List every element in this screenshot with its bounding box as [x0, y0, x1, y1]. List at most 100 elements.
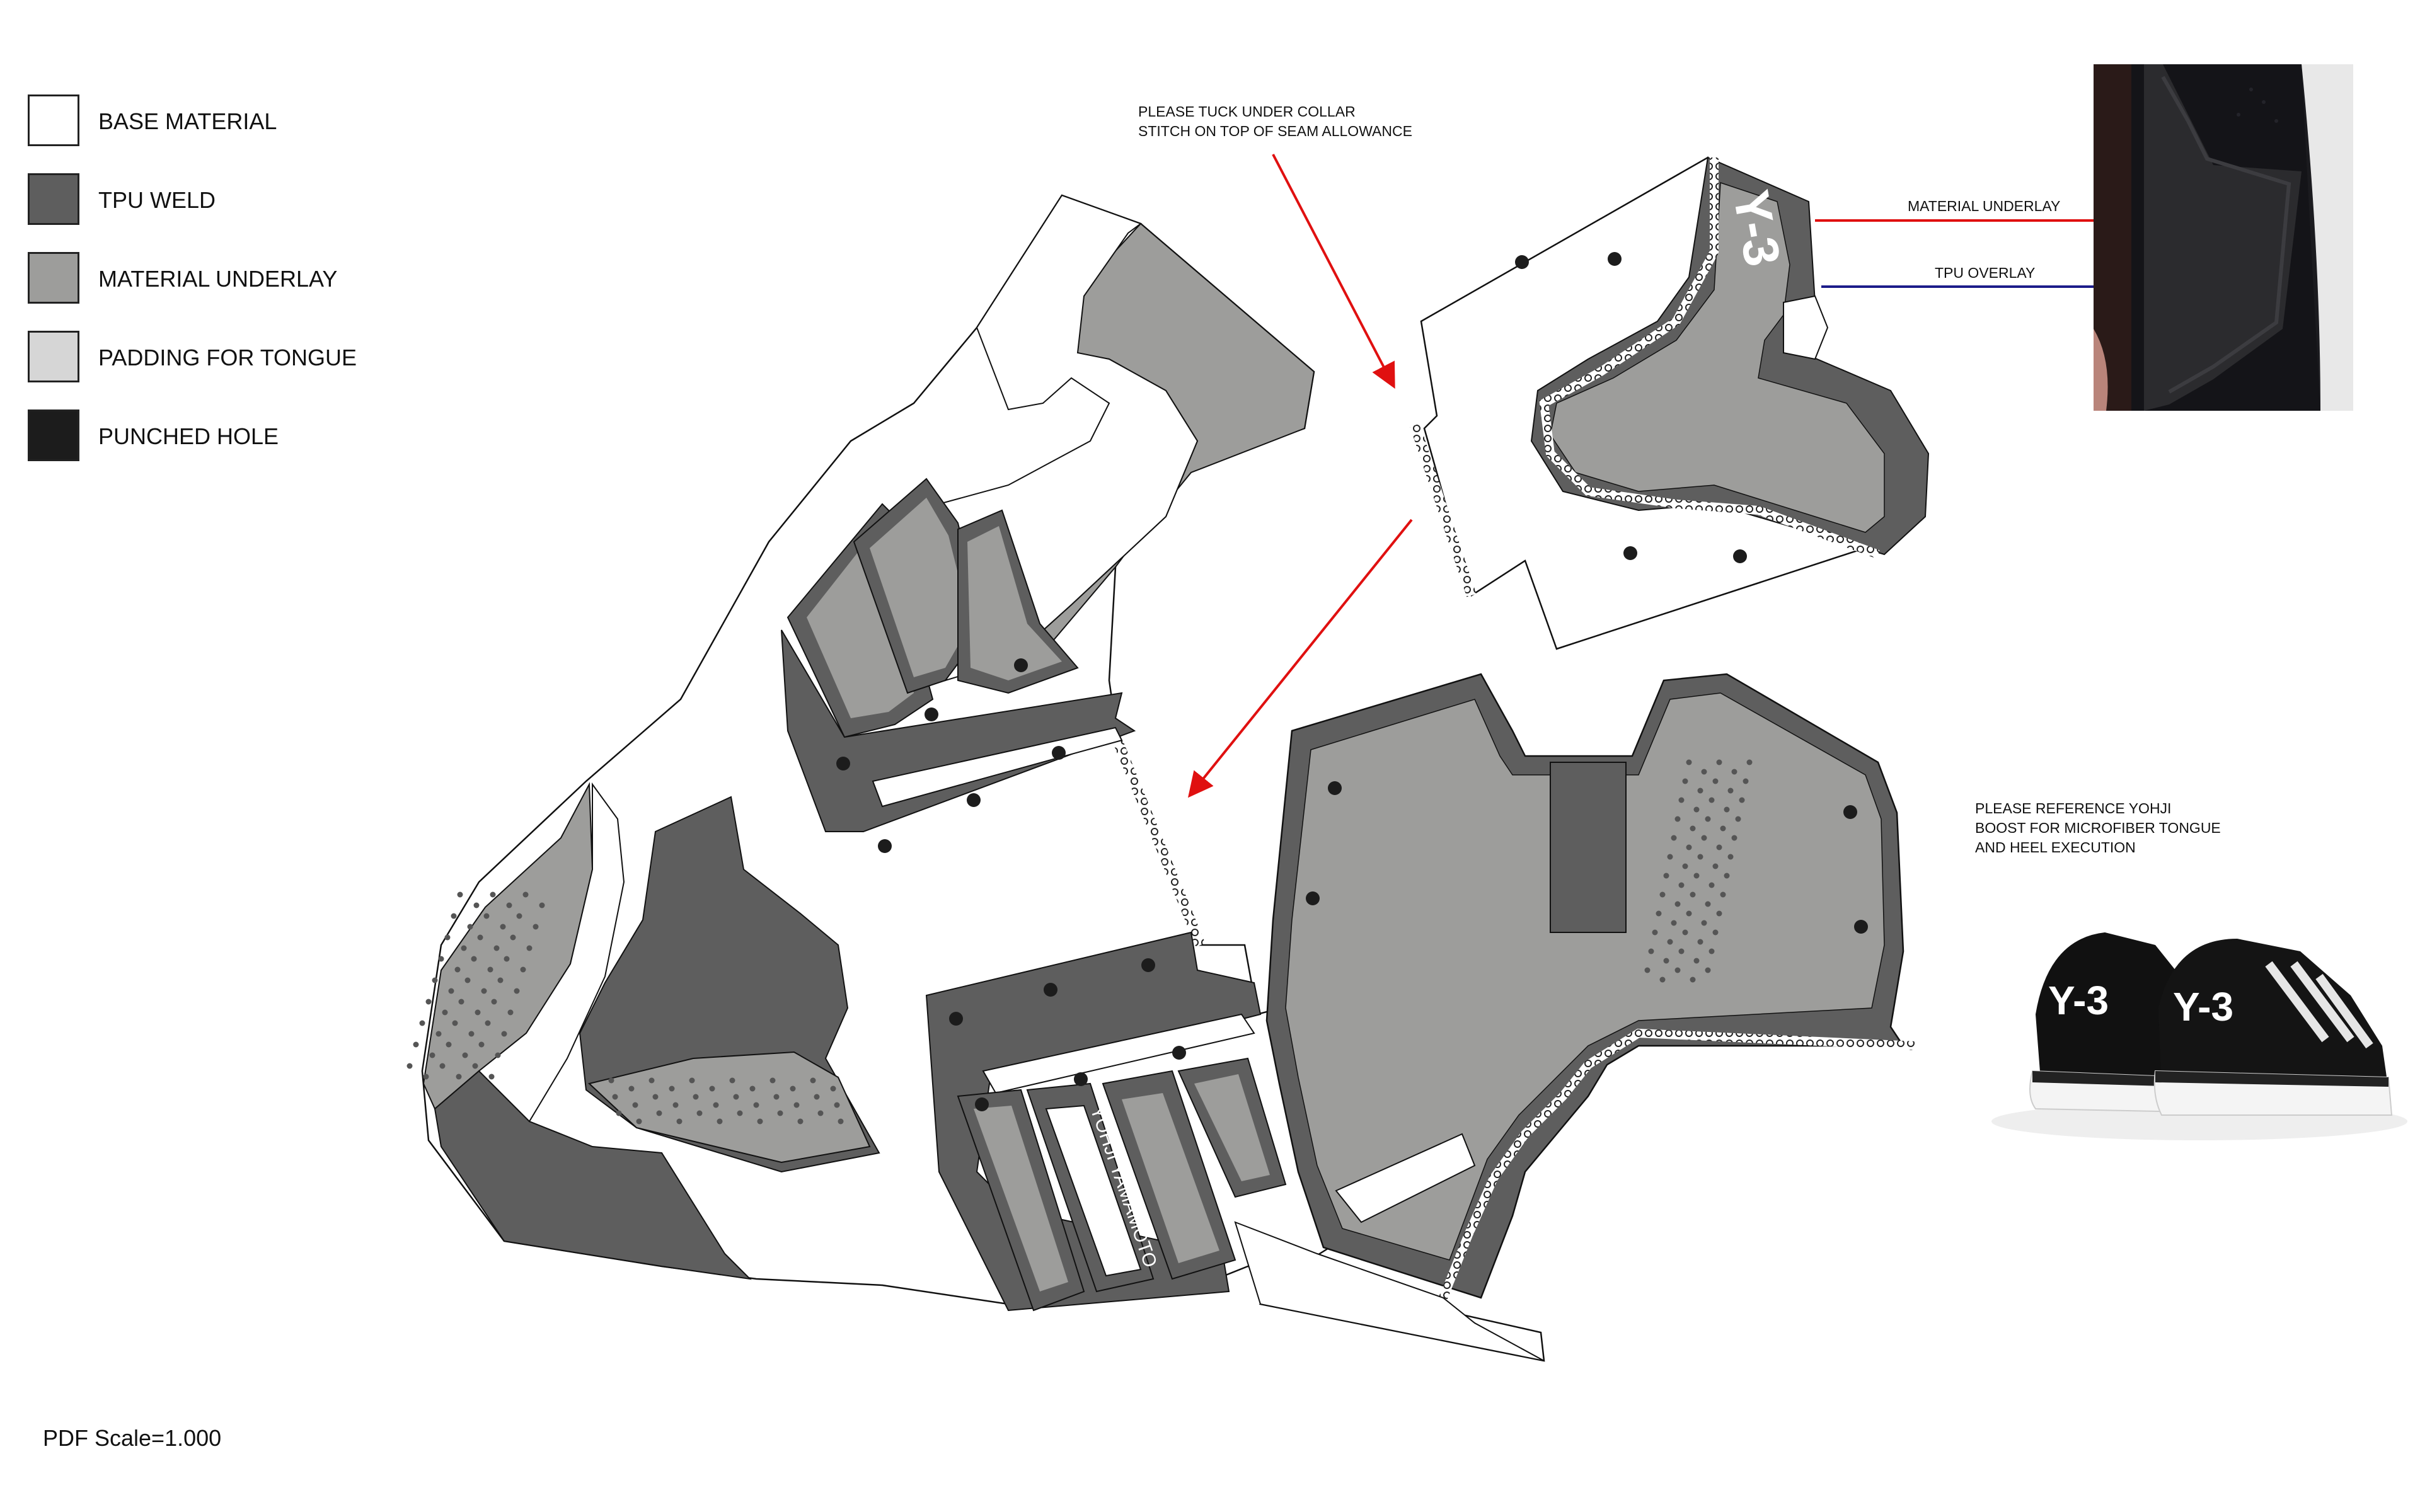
perforation-dot — [1697, 939, 1703, 945]
punched-hole — [1074, 1072, 1088, 1086]
lower-tpu-window — [982, 1013, 1255, 1094]
perforation-dot — [438, 956, 444, 962]
perforation-dot — [452, 1020, 458, 1026]
perforation-dot — [648, 1077, 655, 1084]
perforation-dot — [1659, 976, 1666, 983]
material-underlay-callout: MATERIAL UNDERLAY — [1908, 198, 2060, 214]
perforation-dot — [838, 1118, 844, 1125]
perforation-dot — [516, 913, 522, 919]
perforation-dot — [1682, 778, 1688, 784]
perforation-dot — [1671, 835, 1677, 841]
perforation-dot — [696, 1110, 703, 1116]
perforation-dot — [1690, 891, 1696, 898]
tpu-overlay-callout: TPU OVERLAY — [1935, 265, 2035, 281]
perforation-dot — [457, 891, 463, 898]
seam-stitching — [1114, 741, 1206, 948]
collar-tuck-stitching — [1410, 423, 1477, 597]
sneaker-left-logo: Y-3 — [2048, 978, 2109, 1023]
perforation-dot — [1693, 806, 1700, 813]
punched-hole — [1044, 983, 1057, 997]
perforation-dot — [1712, 778, 1719, 784]
perforation-dot — [497, 977, 504, 983]
perforation-dot — [1727, 788, 1734, 794]
perforation-dot — [1701, 920, 1707, 926]
perforation-dot — [413, 1041, 419, 1048]
perforation-dot — [539, 902, 545, 908]
perforation-dot — [769, 1077, 776, 1084]
perforation-dot — [693, 1094, 699, 1100]
perforation-dot — [435, 1031, 442, 1037]
perforation-dot — [468, 1031, 475, 1037]
perforation-dot — [810, 1077, 816, 1084]
perforation-dot — [507, 1009, 514, 1016]
punched-hole — [949, 1012, 963, 1026]
perforation-dot — [1678, 882, 1685, 888]
tongue-perforated-underlay — [587, 1051, 871, 1164]
punched-hole — [1733, 549, 1747, 563]
perforation-dot — [462, 1052, 468, 1058]
perforation-dot — [753, 1102, 759, 1108]
perforation-dot — [709, 1085, 715, 1092]
perforation-dot — [487, 966, 493, 973]
perforation-dot — [1731, 835, 1737, 841]
collar-stitching — [1539, 158, 1880, 559]
perforation-dot — [1682, 929, 1688, 936]
perforation-dot — [1705, 967, 1711, 973]
vamp-heel-loop — [1335, 1133, 1476, 1223]
perforation-dot — [478, 1041, 485, 1048]
collar-y3-logo: Y-3 — [1722, 186, 1790, 270]
perforation-dot — [737, 1110, 743, 1116]
punched-hole — [1843, 805, 1857, 819]
collar-notch — [1783, 295, 1829, 360]
perforation-dot — [488, 1074, 495, 1080]
punched-hole — [1172, 1046, 1186, 1060]
perforation-dot — [425, 999, 432, 1005]
perforation-dot — [1667, 854, 1673, 860]
perforation-dot — [514, 988, 520, 994]
punched-hole — [925, 707, 938, 721]
perforation-dot — [442, 1009, 448, 1016]
perforation-dot — [790, 1085, 796, 1092]
perforation-dot — [1659, 891, 1666, 898]
perforation-dot — [1727, 854, 1734, 860]
perforation-dot — [506, 902, 512, 908]
perforation-dot — [533, 924, 539, 930]
perforation-dot — [1671, 920, 1677, 926]
perforation-dot — [501, 1031, 507, 1037]
perforation-dot — [446, 1041, 452, 1048]
perforation-dot — [429, 1052, 435, 1058]
punched-hole — [1052, 746, 1066, 760]
perforation-dot — [1690, 976, 1696, 983]
perforation-dot — [757, 1118, 763, 1125]
perforation-dot — [1674, 816, 1681, 822]
perforation-dot — [432, 977, 438, 983]
legend-label: PADDING FOR TONGUE — [98, 345, 357, 370]
perforation-dot — [485, 1020, 491, 1026]
lateral-quarter-panel — [421, 194, 1545, 1362]
perforation-dot — [830, 1085, 836, 1092]
perforation-dot — [1708, 948, 1715, 954]
punched-hole — [1306, 891, 1320, 905]
perforation-dot — [1716, 759, 1722, 765]
punched-holes — [836, 252, 1868, 1111]
perforation-dot — [1686, 844, 1692, 850]
perforation-dot — [444, 934, 451, 941]
punched-hole — [1141, 958, 1155, 972]
perforation-dot — [1701, 835, 1707, 841]
perforation-dot — [1720, 891, 1726, 898]
perforation-dot — [672, 1102, 679, 1108]
punched-hole — [975, 1097, 989, 1111]
eyelet-tpu-band — [781, 629, 1136, 832]
vamp-heel-lower — [1234, 1221, 1545, 1361]
punched-hole — [1328, 781, 1342, 795]
perforation-dot — [1705, 901, 1711, 907]
perforation-dot — [1708, 797, 1715, 803]
perforation-dot — [733, 1094, 739, 1100]
legend-label: TPU WELD — [98, 187, 216, 213]
perforation-dot — [1674, 967, 1681, 973]
arrow-collar-to-quarter — [1272, 154, 1395, 389]
perforation-dot — [628, 1085, 635, 1092]
perforation-dot — [1678, 948, 1685, 954]
perforation-dot — [1656, 910, 1662, 917]
